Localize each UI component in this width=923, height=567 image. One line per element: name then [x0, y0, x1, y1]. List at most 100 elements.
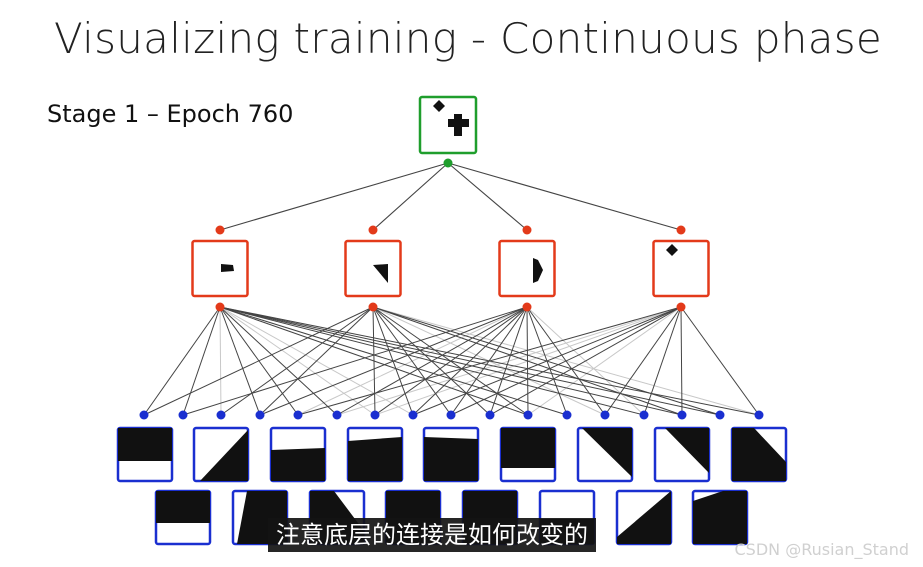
leaf-dot-4 [255, 410, 265, 420]
edge-mid-4-leaf-17 [680, 306, 760, 416]
mid-node-1 [191, 239, 249, 298]
leaf-dot-15 [677, 410, 687, 420]
slide-title: Visualizing training - Continuous phase [54, 14, 883, 63]
root-bottom-dot [443, 158, 453, 168]
edge-mid-4-leaf-8 [412, 306, 682, 416]
mid-bottom-dot-3 [522, 302, 532, 312]
leaf-node-top-3 [269, 426, 327, 483]
leaf-dot-5 [293, 410, 303, 420]
mid-node-4-shape [666, 244, 678, 256]
leaf-node-bottom-1 [154, 489, 212, 546]
mid-top-dot-1 [215, 225, 225, 235]
edge-mid-4-leaf-15 [680, 306, 683, 416]
leaf-node-top-6-shape [501, 428, 555, 468]
edge-faint-mid-1-leaf-3 [219, 306, 222, 416]
edge-mid-3-leaf-11 [526, 306, 529, 416]
leaf-dot-3 [216, 410, 226, 420]
leaf-node-bottom-7 [615, 489, 673, 546]
diagram-connector-dots [139, 158, 764, 420]
stage-epoch-label: Stage 1 – Epoch 760 [47, 100, 294, 128]
edge-mid-2-leaf-1 [143, 306, 374, 416]
mid-node-3-frame [498, 239, 556, 298]
mid-node-2 [344, 239, 402, 298]
leaf-node-top-7-shape [582, 428, 632, 477]
leaf-node-bottom-8-shape [693, 491, 747, 544]
edge-mid-3-leaf-8 [412, 306, 528, 416]
edge-mid-3-leaf-4 [259, 306, 528, 416]
edge-mid-2-leaf-7 [372, 306, 376, 416]
mid-top-dot-2 [368, 225, 378, 235]
edge-mid-2-leaf-4 [259, 306, 374, 416]
leaf-dot-6 [332, 410, 342, 420]
diagram-edges [143, 162, 760, 416]
root-node [418, 95, 478, 155]
leaf-node-top-1-shape [118, 428, 172, 461]
leaf-dot-9 [446, 410, 456, 420]
leaf-dot-1 [139, 410, 149, 420]
mid-top-dot-3 [522, 225, 532, 235]
leaf-node-top-9-shape [732, 428, 786, 481]
edge-root-mid-1 [219, 162, 449, 231]
edge-mid-3-leaf-10 [489, 306, 528, 416]
edge-mid-3-leaf-7 [374, 306, 528, 416]
leaf-node-top-4-shape [348, 437, 402, 481]
leaf-dot-7 [370, 410, 380, 420]
mid-bottom-dot-1 [215, 302, 225, 312]
leaf-node-bottom-7-shape [617, 491, 671, 544]
leaf-node-top-3-shape [271, 448, 325, 481]
edge-mid-4-leaf-9 [450, 306, 682, 416]
edge-root-mid-2 [372, 162, 449, 231]
leaf-node-bottom-1-shape [156, 491, 210, 523]
root-diamond-shape [433, 100, 445, 112]
mid-bottom-dot-2 [368, 302, 378, 312]
edge-mid-2-leaf-9 [372, 306, 452, 416]
leaf-node-bottom-8 [691, 489, 749, 546]
mid-node-4-frame [652, 239, 710, 298]
leaf-node-top-8-shape [665, 428, 709, 473]
mid-node-3-shape [533, 258, 543, 283]
leaf-node-top-6 [499, 426, 557, 483]
leaf-dot-16 [715, 410, 725, 420]
leaf-dot-12 [562, 410, 572, 420]
leaf-node-top-5-shape [424, 437, 478, 481]
leaf-node-top-4 [346, 426, 404, 483]
leaf-dot-14 [639, 410, 649, 420]
edge-mid-1-leaf-2 [182, 306, 221, 416]
leaf-dot-10 [485, 410, 495, 420]
watermark: CSDN @Rusian_Stand [734, 540, 910, 559]
mid-node-2-frame [344, 239, 402, 298]
leaf-dot-13 [600, 410, 610, 420]
mid-node-4 [652, 239, 710, 298]
mid-bottom-dot-4 [676, 302, 686, 312]
mid-node-1-frame [191, 239, 249, 298]
edge-mid-3-leaf-2 [182, 306, 528, 416]
edge-mid-2-leaf-3 [220, 306, 374, 416]
leaf-node-top-9 [730, 426, 788, 483]
root-plus-shape [448, 114, 469, 136]
leaf-node-top-1 [116, 426, 174, 483]
mid-node-2-shape [373, 264, 388, 283]
leaf-node-top-2-shape [200, 430, 248, 481]
leaf-dot-17 [754, 410, 764, 420]
edge-faint-mid-4-leaf-11 [527, 306, 682, 416]
edge-root-mid-3 [447, 162, 528, 231]
edge-mid-4-leaf-5 [297, 306, 682, 416]
leaf-node-top-5 [422, 426, 480, 483]
leaf-dot-11 [523, 410, 533, 420]
mid-node-3 [498, 239, 556, 298]
video-subtitle: 注意底层的连接是如何改变的 [268, 518, 596, 552]
edge-mid-3-leaf-6 [336, 306, 528, 416]
leaf-node-top-7 [576, 426, 634, 483]
edge-root-mid-4 [447, 162, 682, 231]
edge-mid-1-leaf-4 [219, 306, 261, 416]
edge-mid-4-leaf-14 [643, 306, 682, 416]
edge-mid-1-leaf-1 [143, 306, 221, 416]
leaf-node-top-8 [653, 426, 711, 483]
edge-mid-4-leaf-13 [604, 306, 682, 416]
leaf-node-top-2 [192, 426, 250, 483]
leaf-dot-8 [408, 410, 418, 420]
mid-node-1-shape [221, 264, 234, 272]
leaf-dot-2 [178, 410, 188, 420]
edge-mid-1-leaf-6 [219, 306, 338, 416]
